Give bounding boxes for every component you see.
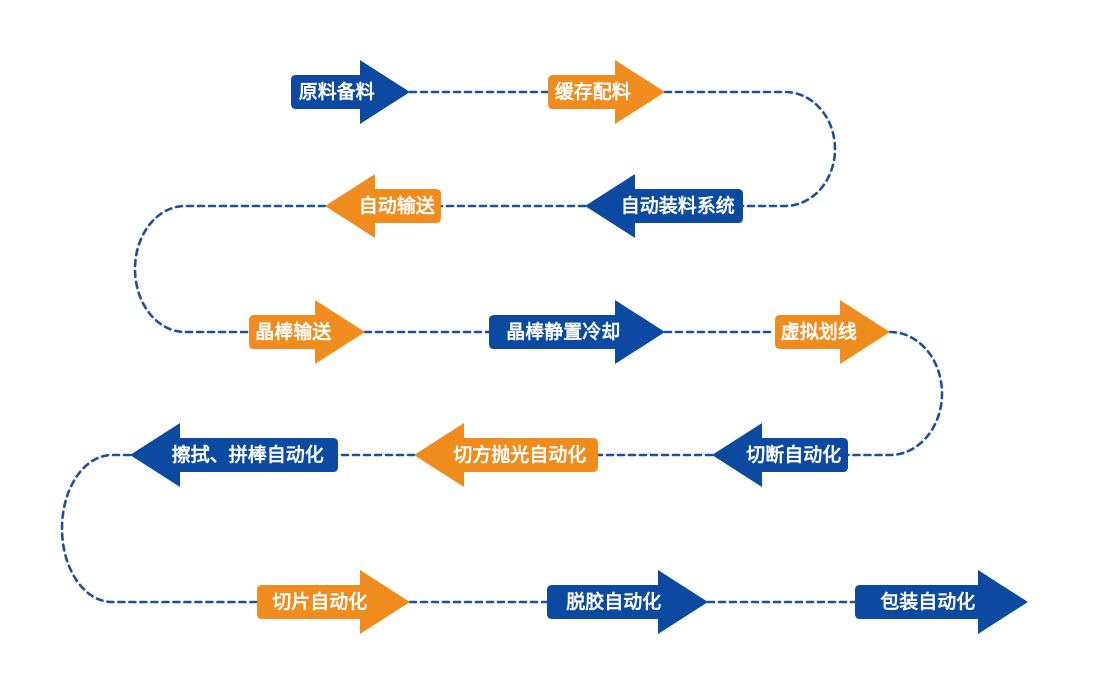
step-arrow-shape <box>291 60 410 124</box>
step-arrow: 晶棒静置冷却 <box>489 300 665 364</box>
step-arrow-shape <box>489 300 665 364</box>
step-arrow: 虚拟划线 <box>775 300 890 364</box>
step-arrow-shape <box>548 60 665 124</box>
step-arrow: 切片自动化 <box>257 570 410 634</box>
step-label: 晶棒输送 <box>255 320 332 343</box>
connector-line <box>133 204 327 334</box>
step-arrow-shape <box>130 423 338 487</box>
step-arrow-shape <box>547 570 708 634</box>
step-arrow: 晶棒输送 <box>249 300 365 364</box>
step-label: 包装自动化 <box>880 590 975 613</box>
step-label: 原料备料 <box>299 80 375 103</box>
step-arrow: 自动装料系统 <box>585 174 743 238</box>
step-arrow-shape <box>712 423 848 487</box>
connector-line <box>663 90 837 208</box>
step-label: 自动装料系统 <box>621 194 735 217</box>
step-arrow: 原料备料 <box>291 60 410 124</box>
step-label: 缓存配料 <box>555 80 631 103</box>
step-arrow: 包装自动化 <box>855 570 1028 634</box>
step-label: 晶棒静置冷却 <box>506 320 620 343</box>
step-label: 虚拟划线 <box>781 320 857 343</box>
connector-line <box>846 330 944 457</box>
step-arrow-shape <box>414 423 598 487</box>
connector-lines <box>60 90 944 604</box>
step-arrow: 自动输送 <box>325 174 441 238</box>
step-arrow-shape <box>325 174 441 238</box>
step-label: 切方抛光自动化 <box>453 443 586 466</box>
step-label: 自动输送 <box>359 194 436 217</box>
step-label: 切片自动化 <box>272 590 367 613</box>
step-arrow: 切方抛光自动化 <box>414 423 598 487</box>
connector-line <box>60 453 259 604</box>
step-arrow-shape <box>775 300 890 364</box>
step-arrow: 擦拭、拼棒自动化 <box>130 423 338 487</box>
step-arrow-shape <box>249 300 365 364</box>
step-arrow: 切断自动化 <box>712 423 848 487</box>
step-arrow-shape <box>585 174 743 238</box>
step-arrow: 脱胶自动化 <box>547 570 708 634</box>
step-arrow-shape <box>257 570 410 634</box>
step-label: 切断自动化 <box>746 443 841 466</box>
step-arrow: 缓存配料 <box>548 60 665 124</box>
step-label: 脱胶自动化 <box>566 590 661 613</box>
step-label: 擦拭、拼棒自动化 <box>172 443 324 466</box>
step-arrow-shape <box>855 570 1028 634</box>
